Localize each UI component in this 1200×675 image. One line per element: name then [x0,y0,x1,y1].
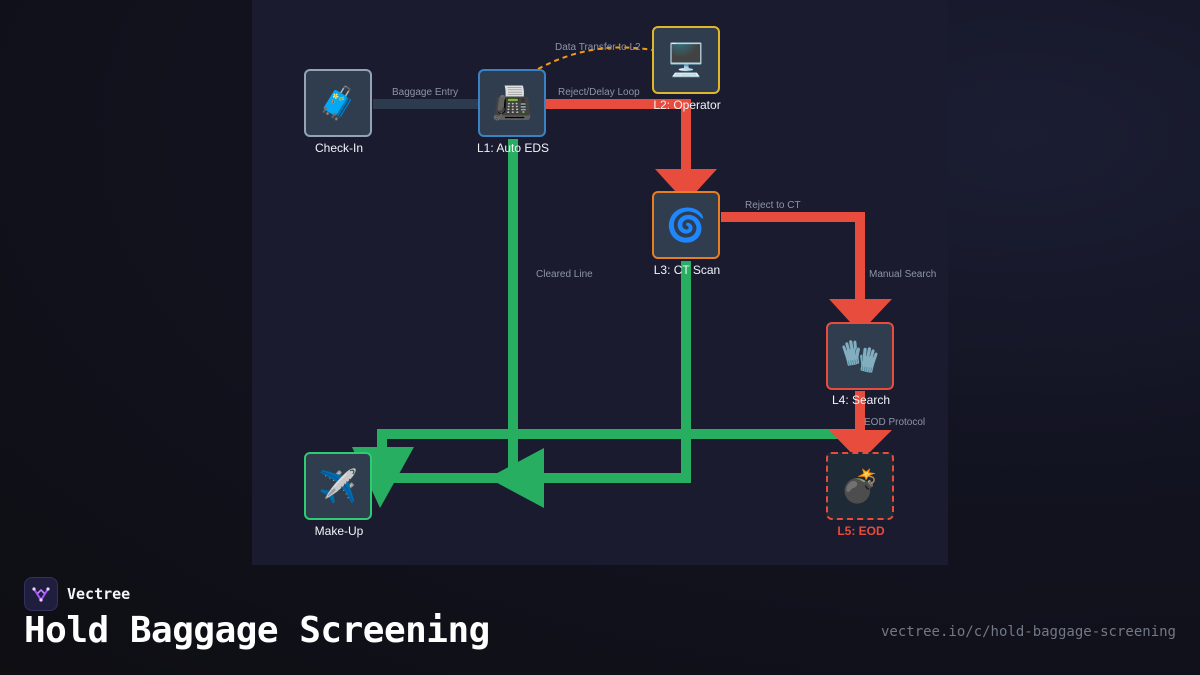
arrowhead-to-eod [829,430,892,462]
node-label-eod: L5: EOD [837,524,885,538]
node-label-make-up: Make-Up [314,524,364,538]
vectree-logo-icon [24,577,58,611]
node-ct-scan[interactable]: 🌀 [652,191,720,259]
luggage-icon: 🧳 [318,84,358,122]
edge-label-cleared: Cleared Line [536,269,593,280]
node-make-up[interactable]: ✈️ [304,452,372,520]
node-label-auto-eds: L1: Auto EDS [476,141,550,155]
airplane-icon: ✈️ [318,467,358,505]
fax-machine-icon: 📠 [492,84,532,122]
arrowhead-cleared-ct [488,448,544,508]
edge-label-eod-protocol: EOD Protocol [864,417,926,428]
node-eod[interactable]: 💣 [826,452,894,520]
edge-cleared-ct [532,261,691,483]
brand: Vectree [24,577,130,611]
gloves-icon: 🧤 [840,337,880,375]
edge-cleared-search [377,429,860,452]
node-label-operator: L2: Operator [653,98,721,112]
edge-label-manual-search: Manual Search [869,269,937,280]
node-label-ct-scan: L3: CT Scan [653,263,721,277]
brand-name: Vectree [67,585,131,603]
node-label-search: L4: Search [831,393,891,407]
page-title: Hold Baggage Screening [24,610,490,651]
node-label-check-in: Check-In [314,141,364,155]
edge-reject-delay [546,99,691,175]
edge-label-reject-delay: Reject/Delay Loop [558,87,640,98]
edge-cleared-eds [392,139,518,483]
node-check-in[interactable]: 🧳 [304,69,372,137]
edge-label-baggage-entry: Baggage Entry [392,87,459,98]
edge-label-reject-to-ct: Reject to CT [745,200,801,211]
edge-data-transfer [537,46,653,70]
arrowhead-to-search [829,299,892,333]
node-search[interactable]: 🧤 [826,322,894,390]
bomb-icon: 💣 [840,467,880,505]
arrowhead-to-ct [655,169,717,203]
node-operator[interactable]: 🖥️ [652,26,720,94]
edge-reject-to-ct [721,212,865,303]
edge-label-data-transfer: Data Transfer to L2 [555,42,641,53]
diagram-canvas: Baggage Entry Data Transfer to L2 Reject… [252,0,948,565]
desktop-computer-icon: 🖥️ [666,41,706,79]
cyclone-icon: 🌀 [666,206,706,244]
page-url[interactable]: vectree.io/c/hold-baggage-screening [880,624,1176,640]
node-auto-eds[interactable]: 📠 [478,69,546,137]
